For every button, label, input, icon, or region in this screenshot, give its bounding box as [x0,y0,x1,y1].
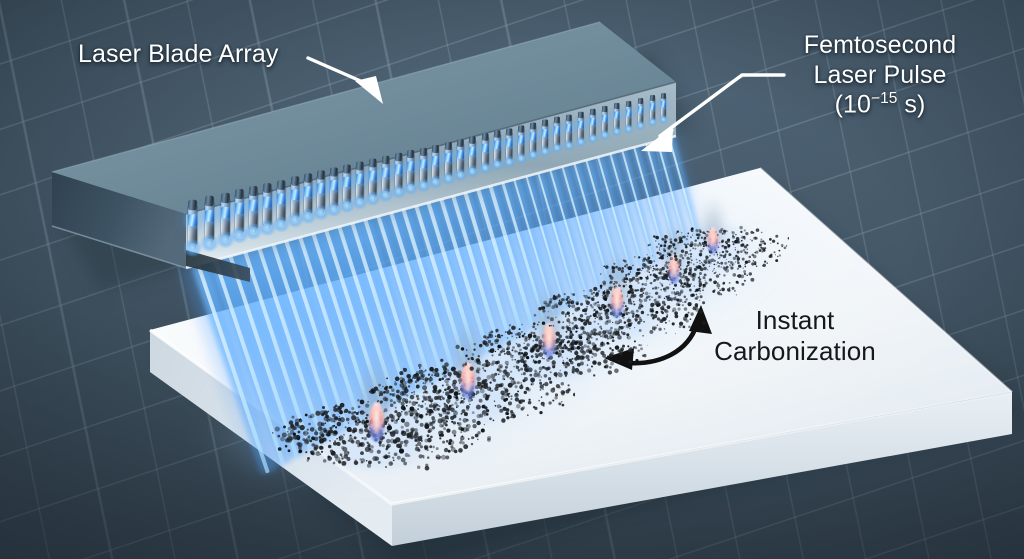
label-femtosecond-laser-pulse: Femtosecond Laser Pulse (10−15 s) [790,31,970,120]
femtosecond-line-1: Femtosecond [803,31,957,59]
femtosecond-suffix: s) [897,90,926,119]
instant-carbonization-line-1: Instant [755,305,835,335]
femtosecond-line-3: (10−15 s) [790,90,970,120]
instant-carbonization-line-2: Carbonization [714,336,876,367]
femtosecond-prefix: (10 [834,90,872,119]
label-laser-blade-array: Laser Blade Array [78,40,278,70]
femtosecond-exponent: −15 [871,90,898,107]
laser-blade-array-text: Laser Blade Array [78,40,279,68]
label-instant-carbonization: Instant Carbonization [700,305,890,367]
femtosecond-line-2: Laser Pulse [813,60,947,89]
